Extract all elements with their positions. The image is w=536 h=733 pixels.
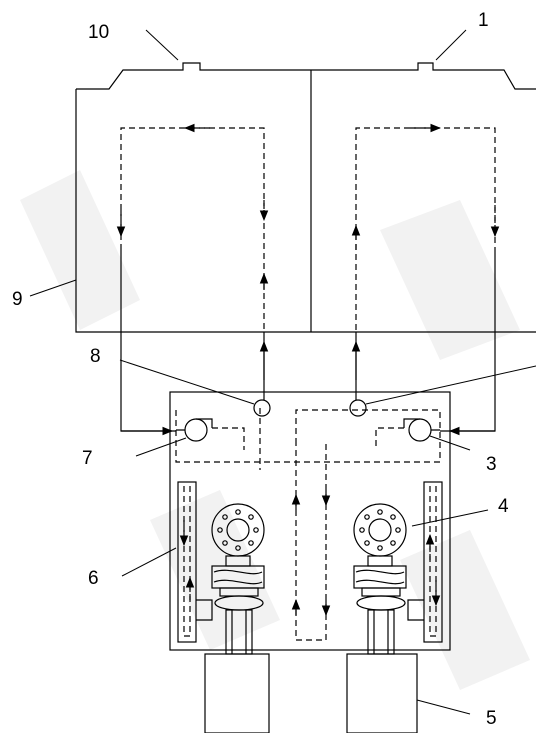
label-10: 10 — [88, 22, 109, 43]
fan-right — [403, 418, 440, 442]
right-column — [407, 481, 443, 643]
leader-lines — [29, 29, 536, 715]
watermark — [20, 170, 530, 690]
right-airflow-loop — [351, 123, 500, 330]
pump-left — [211, 503, 265, 655]
pump-right — [353, 503, 407, 655]
connection-lines — [120, 250, 496, 436]
label-7: 7 — [82, 448, 93, 469]
label-6: 6 — [88, 568, 99, 589]
motor-right — [346, 653, 418, 733]
label-8: 8 — [90, 346, 101, 367]
label-5: 5 — [486, 708, 497, 729]
label-1: 1 — [478, 10, 489, 31]
lower-unit — [169, 391, 451, 655]
motor-left — [204, 653, 270, 733]
label-3: 3 — [486, 454, 497, 475]
label-9: 9 — [12, 289, 23, 310]
upper-cabinet — [75, 62, 536, 333]
port-circle-right — [349, 399, 367, 417]
label-4: 4 — [498, 496, 509, 517]
port-circle-left — [253, 399, 271, 417]
left-airflow-loop — [116, 123, 269, 330]
fan-left — [176, 418, 213, 442]
left-column — [177, 481, 213, 643]
